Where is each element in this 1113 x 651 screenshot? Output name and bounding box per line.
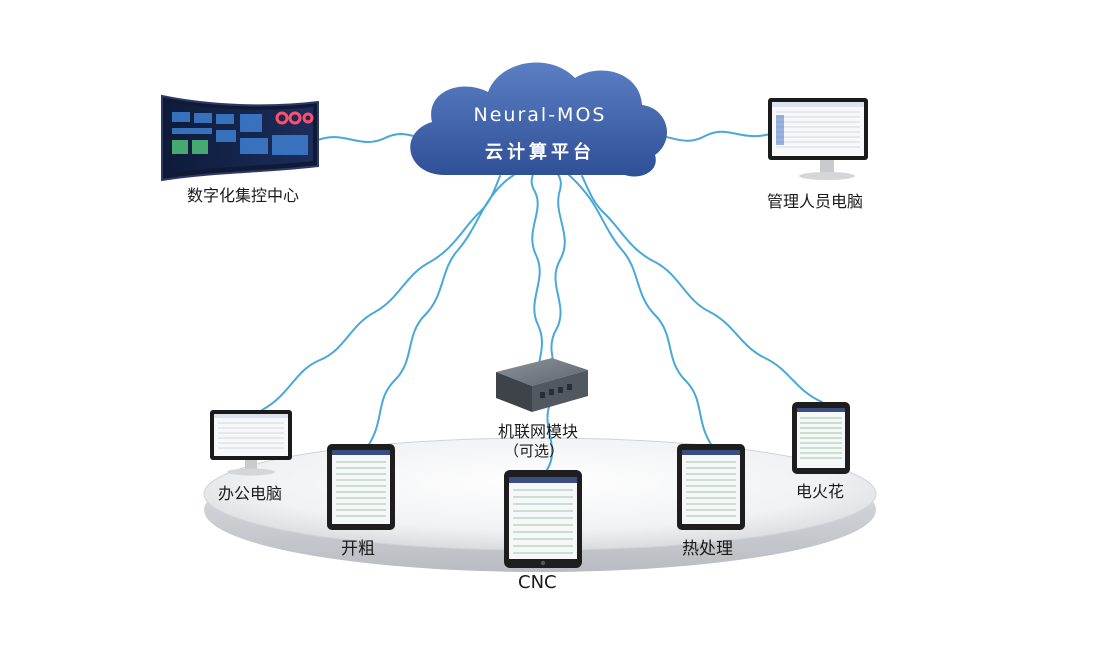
- cloud-subtitle: 云计算平台: [485, 142, 595, 163]
- tablet-heat: [677, 444, 745, 530]
- cable-tablet-heat: [567, 173, 713, 447]
- tablet-heat-label: 热处理: [682, 539, 733, 559]
- gateway-optional-label: （可选）: [504, 442, 565, 460]
- control-center-label: 数字化集控中心: [187, 186, 300, 205]
- cable-tablet-edm: [581, 175, 823, 403]
- cloud-platform: [410, 62, 667, 177]
- gateway-box: [496, 358, 588, 412]
- tablet-edm-label: 电火花: [796, 482, 845, 501]
- tablet-cnc-label: CNC: [518, 572, 557, 593]
- manager-monitor: [768, 98, 868, 180]
- cable-gateway: [530, 173, 543, 396]
- control-center-display: [161, 94, 319, 182]
- tablet-rough-label: 开粗: [341, 539, 375, 559]
- tablet-rough: [327, 444, 395, 530]
- manager-pc-label: 管理人员电脑: [767, 192, 864, 211]
- cable-tablet-rough: [367, 173, 516, 447]
- cable-tablet-cnc: [546, 173, 566, 471]
- tablet-edm: [792, 402, 850, 474]
- cable-office-pc: [261, 175, 501, 411]
- office-pc-label: 办公电脑: [218, 484, 283, 503]
- cloud-title: Neural-MOS: [473, 104, 607, 126]
- tablet-cnc: [504, 470, 582, 568]
- office-monitor: [210, 410, 292, 476]
- gateway-label: 机联网模块: [498, 422, 579, 441]
